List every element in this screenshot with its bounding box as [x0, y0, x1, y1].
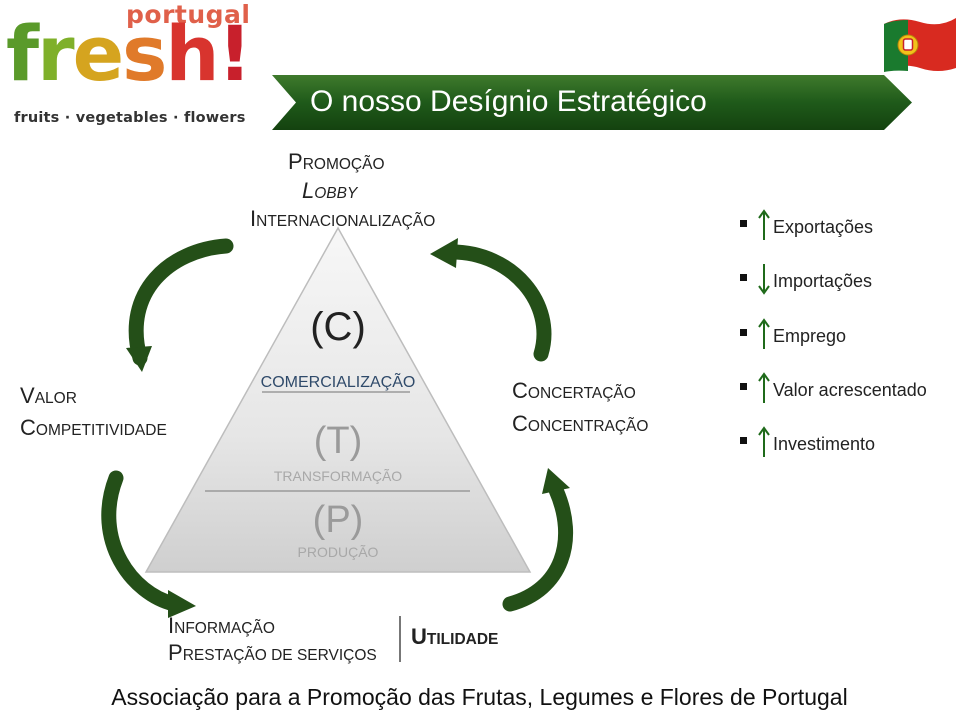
logo-letter: h	[165, 9, 219, 98]
label-text: Concentração	[512, 411, 649, 436]
indicator-label: Investimento	[773, 434, 876, 454]
indicator-label: Exportações	[773, 217, 874, 237]
portugal-fresh-logo: portugal fresh! fruits · vegetables · fl…	[6, 0, 256, 132]
label-internacionalizacao: Internacionalização	[250, 206, 435, 232]
pyramid-level-label: COMERCIALIZAÇÃO	[261, 371, 416, 391]
pyramid-level-label: PRODUÇÃO	[298, 544, 379, 560]
indicator-item: Investimento	[738, 425, 958, 457]
indicator-item: Emprego	[738, 317, 958, 349]
indicator-item: Importações	[738, 262, 958, 295]
label-text: Competitividade	[20, 415, 167, 440]
label-text: Concertação	[512, 378, 636, 403]
label-competitividade: Competitividade	[20, 415, 167, 441]
pyramid-level-letter: (P)	[313, 499, 364, 541]
label-text: Valor	[20, 383, 77, 408]
label-informacao: Informação	[168, 613, 275, 639]
label-concentracao: Concentração	[512, 411, 648, 437]
pyramid-shape	[144, 226, 532, 573]
arrow-up-icon	[758, 372, 770, 403]
cycle-arrow-bottom-left	[101, 470, 196, 618]
label-text: Informação	[168, 613, 275, 638]
indicator-item: Valor acrescentado	[738, 371, 958, 403]
label-divider	[399, 616, 401, 662]
cycle-arrow-bottom-right	[502, 468, 574, 612]
logo-letter: !	[217, 9, 252, 98]
strategy-diagram: (C) COMERCIALIZAÇÃO (T) TRANSFORMAÇÃO (P…	[101, 226, 574, 618]
logo-letter: f	[6, 9, 39, 98]
label-valor: Valor	[20, 383, 77, 409]
bullet-icon	[740, 220, 747, 227]
pyramid-level-letter: (C)	[310, 305, 366, 349]
logo-letter: r	[37, 9, 75, 98]
label-utilidade: Utilidade	[411, 624, 498, 650]
cycle-arrow-top-right	[430, 238, 552, 362]
cycle-arrow-top-left	[126, 238, 234, 372]
label-text: Internacionalização	[250, 206, 436, 231]
indicator-item: Exportações	[738, 208, 958, 240]
arrow-up-icon	[758, 426, 770, 457]
pyramid-level-label: TRANSFORMAÇÃO	[274, 468, 402, 484]
indicator-label: Importações	[773, 271, 873, 291]
label-lobby: Lobby	[302, 178, 357, 204]
indicator-label: Emprego	[773, 326, 847, 346]
arrow-down-icon	[758, 264, 770, 295]
pyramid-level-letter: (T)	[314, 420, 363, 462]
label-promocao: Promoção	[288, 149, 385, 175]
bullet-icon	[740, 383, 747, 390]
portugal-flag-icon	[884, 18, 956, 72]
bullet-icon	[740, 329, 747, 336]
arrow-up-icon	[758, 209, 770, 240]
logo-letter: s	[122, 9, 167, 98]
bullet-icon	[740, 437, 747, 444]
label-text: Promoção	[288, 149, 385, 174]
page-title: O nosso Desígnio Estratégico	[310, 85, 707, 118]
logo-letter: e	[72, 9, 125, 98]
label-text: Utilidade	[411, 624, 499, 649]
indicator-label: Valor acrescentado	[773, 380, 927, 400]
label-text: Prestação de Serviços	[168, 640, 377, 665]
label-concertacao: Concertação	[512, 378, 636, 404]
arrow-up-icon	[758, 318, 770, 349]
title-banner	[272, 75, 912, 130]
logo-portugal-text: portugal	[126, 0, 251, 29]
logo-tagline: fruits · vegetables · flowers	[14, 110, 246, 126]
bullet-icon	[740, 274, 747, 281]
logo-fresh-text: fresh!	[6, 16, 252, 92]
label-prestacao-servicos: Prestação de Serviços	[168, 640, 377, 666]
label-text: Lobby	[302, 178, 358, 203]
footer-text: Associação para a Promoção das Frutas, L…	[111, 684, 848, 710]
